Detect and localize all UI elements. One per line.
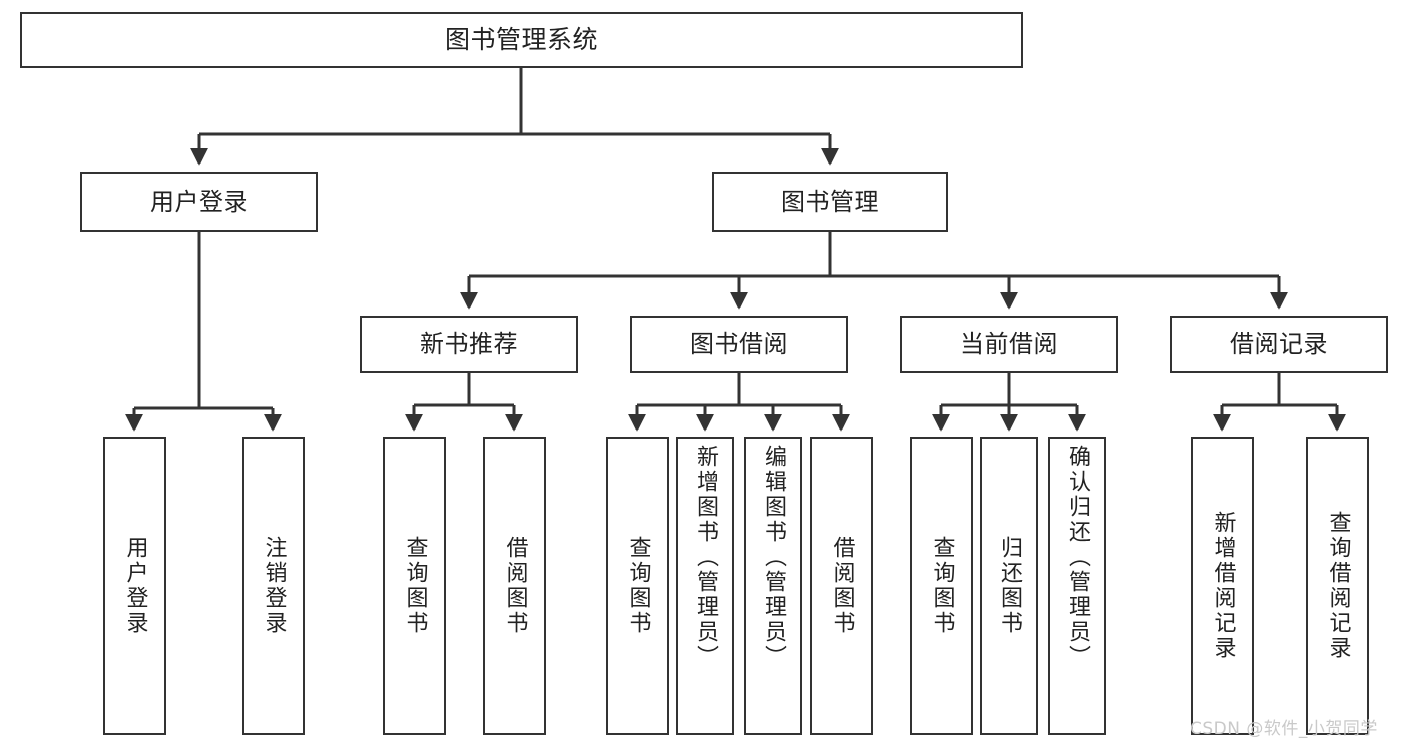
node-label: 借阅图书: [502, 536, 528, 636]
leaf-current-borrow-confirm-return-admin[interactable]: 确认归还（管理员）: [1048, 437, 1106, 735]
leaf-book-borrow-query-book[interactable]: 查询图书: [606, 437, 669, 735]
node-label: 查询图书: [625, 536, 651, 636]
node-root-book-management-system[interactable]: 图书管理系统: [20, 12, 1023, 68]
node-user-login[interactable]: 用户登录: [80, 172, 318, 232]
node-new-book-recommend[interactable]: 新书推荐: [360, 316, 578, 373]
node-label: 图书管理: [781, 187, 879, 216]
node-label: 注销登录: [261, 536, 287, 636]
leaf-current-borrow-return-book[interactable]: 归还图书: [980, 437, 1038, 735]
leaf-book-borrow-borrow-book[interactable]: 借阅图书: [810, 437, 873, 735]
node-book-management[interactable]: 图书管理: [712, 172, 948, 232]
node-label: 归还图书: [997, 536, 1022, 636]
node-label: 查询图书: [929, 536, 955, 636]
leaf-new-book-borrow-book[interactable]: 借阅图书: [483, 437, 546, 735]
node-current-borrow[interactable]: 当前借阅: [900, 316, 1118, 373]
node-label: 确认归还（管理员）: [1065, 445, 1090, 670]
leaf-user-login-login[interactable]: 用户登录: [103, 437, 166, 735]
leaf-user-login-logout[interactable]: 注销登录: [242, 437, 305, 735]
node-label: 用户登录: [150, 187, 248, 216]
leaf-borrow-record-add-record[interactable]: 新增借阅记录: [1191, 437, 1254, 735]
node-label: 借阅图书: [829, 536, 855, 636]
leaf-book-borrow-add-book-admin[interactable]: 新增图书（管理员）: [676, 437, 734, 735]
node-label: 借阅记录: [1230, 330, 1328, 359]
node-label: 当前借阅: [960, 330, 1058, 359]
leaf-borrow-record-query-record[interactable]: 查询借阅记录: [1306, 437, 1369, 735]
leaf-book-borrow-edit-book-admin[interactable]: 编辑图书（管理员）: [744, 437, 802, 735]
node-label: 编辑图书（管理员）: [761, 445, 786, 670]
node-label: 新书推荐: [420, 330, 518, 359]
node-label: 查询借阅记录: [1325, 511, 1351, 661]
leaf-current-borrow-query-book[interactable]: 查询图书: [910, 437, 973, 735]
node-label: 图书管理系统: [444, 25, 598, 55]
node-label: 图书借阅: [690, 330, 788, 359]
node-label: 查询图书: [402, 536, 428, 636]
leaf-new-book-query-book[interactable]: 查询图书: [383, 437, 446, 735]
node-label: 新增借阅记录: [1210, 511, 1236, 661]
node-book-borrow[interactable]: 图书借阅: [630, 316, 848, 373]
node-label: 新增图书（管理员）: [693, 445, 718, 670]
node-label: 用户登录: [122, 536, 148, 636]
node-borrow-record[interactable]: 借阅记录: [1170, 316, 1388, 373]
csdn-watermark: CSDN @软件_小贺同学: [1190, 719, 1378, 739]
